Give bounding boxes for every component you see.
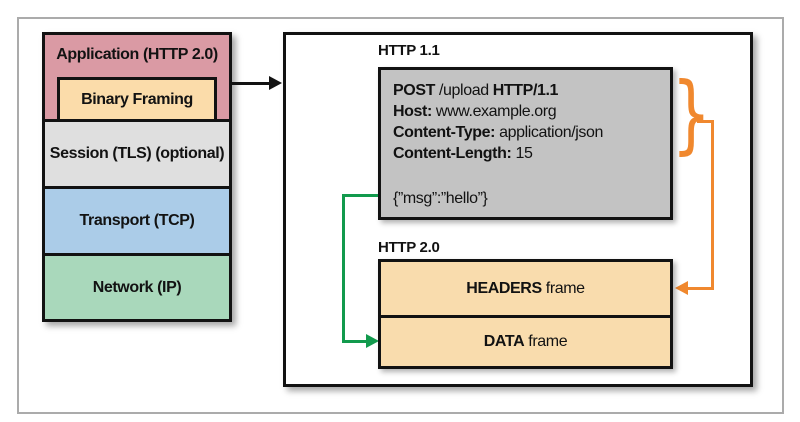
header-content-type-name: Content-Type: — [393, 124, 496, 141]
binary-framing-box: Binary Framing — [57, 77, 217, 122]
layer-application: Application (HTTP 2.0) Binary Framing — [45, 35, 229, 122]
layer-transport-label: Transport (TCP) — [79, 212, 195, 229]
request-method: POST — [393, 82, 435, 99]
layer-transport: Transport (TCP) — [45, 186, 229, 253]
request-body: {”msg”:”hello”} — [393, 190, 488, 207]
arrow-right-green-icon — [366, 334, 379, 348]
header-content-length-value: 15 — [511, 145, 533, 162]
headers-brace-icon: } — [671, 64, 711, 164]
header-host-value: www.example.org — [431, 103, 557, 120]
http11-request-box: POST /upload HTTP/1.1 Host: www.example.… — [378, 67, 673, 220]
http11-title: HTTP 1.1 — [378, 42, 440, 59]
header-content-type-value: application/json — [495, 124, 603, 141]
request-version: HTTP/1.1 — [492, 82, 559, 99]
orange-connector-top — [697, 120, 714, 123]
headers-frame-row: HEADERS frame — [381, 262, 670, 318]
header-content-length-name: Content-Length: — [393, 145, 512, 162]
layer-network-label: Network (IP) — [92, 278, 182, 296]
headers-frame-label-rest: frame — [541, 279, 585, 297]
protocol-stack: Application (HTTP 2.0) Binary Framing Se… — [42, 32, 232, 322]
arrow-right-icon — [269, 76, 282, 90]
green-connector-vertical — [342, 194, 345, 343]
stack-to-panel-connector — [232, 82, 272, 85]
data-frame-label-bold: DATA — [483, 333, 525, 350]
green-connector-top — [342, 194, 378, 197]
request-path: /upload — [434, 82, 493, 99]
layer-application-label: Application (HTTP 2.0) — [56, 46, 218, 63]
arrow-left-icon — [675, 281, 688, 295]
data-frame-row: DATA frame — [381, 318, 670, 366]
http20-frames-box: HEADERS frame DATA frame — [378, 259, 673, 369]
orange-connector-bottom — [684, 287, 714, 290]
header-host: Host: www.example.org — [393, 101, 670, 122]
http20-title: HTTP 2.0 — [378, 239, 440, 256]
header-content-length: Content-Length: 15 — [393, 143, 670, 164]
data-frame-label-rest: frame — [524, 333, 568, 350]
layer-session-label: Session (TLS) (optional) — [49, 145, 225, 162]
header-host-name: Host: — [393, 103, 432, 120]
request-line: POST /upload HTTP/1.1 — [393, 80, 670, 101]
orange-connector-vertical — [711, 120, 714, 290]
green-connector-bottom — [342, 340, 368, 343]
binary-framing-label: Binary Framing — [81, 90, 193, 108]
layer-network: Network (IP) — [45, 253, 229, 319]
headers-frame-label-bold: HEADERS — [466, 279, 542, 297]
layer-session: Session (TLS) (optional) — [45, 119, 229, 186]
header-content-type: Content-Type: application/json — [393, 122, 670, 143]
